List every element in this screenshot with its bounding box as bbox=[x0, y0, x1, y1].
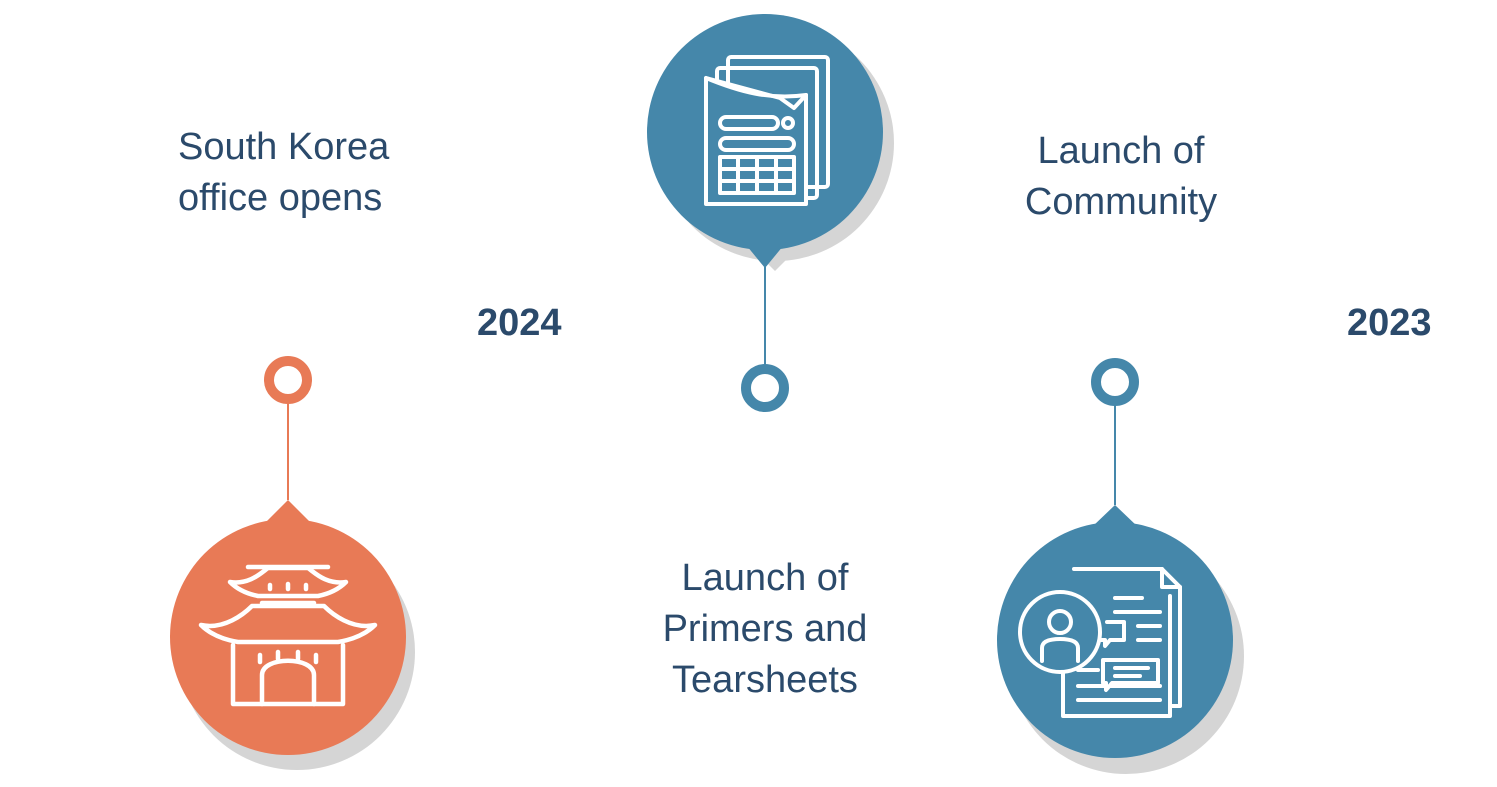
milestone-community-text: Launch of Community bbox=[1006, 126, 1236, 228]
korean-palace-gate-icon bbox=[198, 564, 378, 707]
year-label-2023: 2023 bbox=[1347, 302, 1432, 344]
pin-korea bbox=[170, 500, 415, 770]
milestone-primers-line3: Tearsheets bbox=[672, 659, 858, 701]
documents-report-icon bbox=[704, 55, 830, 206]
timeline-marker-community bbox=[1091, 358, 1139, 406]
milestone-community-line2: Community bbox=[1024, 181, 1218, 223]
milestone-community-line1: Launch of bbox=[1037, 130, 1205, 172]
milestone-korea-text: South Korea office opens bbox=[178, 122, 389, 224]
milestone-primers-line1: Launch of bbox=[681, 557, 849, 599]
timeline-marker-primers bbox=[741, 364, 789, 412]
milestone-primers-conjunction: and bbox=[793, 608, 868, 650]
milestone-korea-line1: South Korea bbox=[178, 126, 390, 168]
milestone-primers-text: Launch of Primers and Tearsheets bbox=[630, 553, 900, 706]
milestone-korea-line2: office opens bbox=[178, 177, 383, 219]
milestone-primers-product: Primers bbox=[662, 608, 794, 650]
year-label-2024: 2024 bbox=[477, 302, 562, 344]
milestone-primers-line2: Primers and bbox=[630, 604, 900, 655]
user-profile-chat-document-icon bbox=[1018, 567, 1182, 718]
timeline-marker-korea bbox=[264, 356, 312, 404]
